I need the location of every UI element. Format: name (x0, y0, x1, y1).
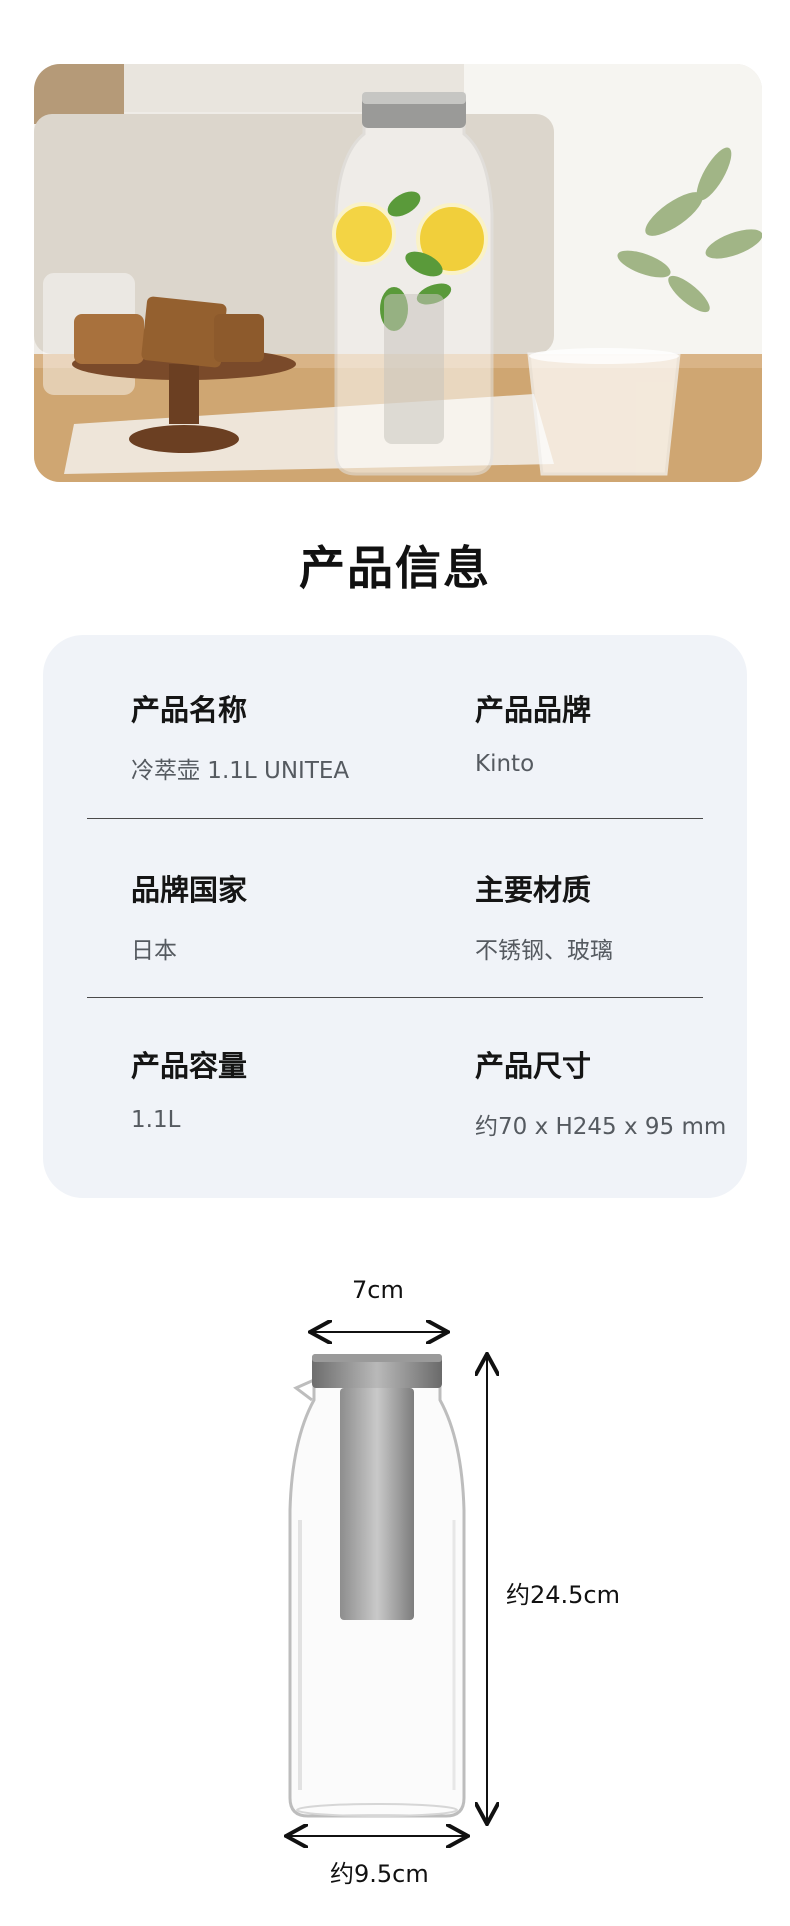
row-divider (87, 818, 703, 819)
info-value: 冷萃壶 1.1L UNITEA (131, 758, 350, 784)
info-cell-product-name: 产品名称 冷萃壶 1.1L UNITEA (131, 687, 349, 785)
pitcher-dimension-drawing (0, 1250, 790, 1910)
section-title: 产品信息 (299, 541, 491, 595)
pitcher-lid (312, 1354, 442, 1388)
pitcher-spout (293, 1378, 315, 1402)
info-cell-brand: 产品品牌 Kinto (475, 687, 591, 777)
info-label: 产品名称 (131, 693, 248, 727)
pitcher-lifestyle-illustration (34, 64, 762, 482)
info-cell-country: 品牌国家 日本 (131, 867, 247, 965)
info-cell-size: 产品尺寸 约70 x H245 x 95 mm (475, 1043, 726, 1141)
info-value: 日本 (131, 938, 177, 964)
info-value: 不锈钢、玻璃 (475, 938, 613, 964)
info-label: 品牌国家 (131, 873, 248, 907)
top-width-label: 7cm (352, 1276, 404, 1304)
info-label: 产品容量 (131, 1049, 248, 1083)
info-value: 1.1L (131, 1107, 181, 1133)
info-label: 产品品牌 (475, 693, 592, 727)
height-label: 约24.5cm (506, 1581, 621, 1609)
info-value: Kinto (475, 751, 535, 777)
row-divider (87, 997, 703, 998)
info-cell-capacity: 产品容量 1.1L (131, 1043, 247, 1133)
dimension-diagram: 7cm 约24.5cm 约9.5cm (0, 1250, 790, 1910)
bottom-width-label: 约9.5cm (330, 1860, 429, 1888)
info-label: 主要材质 (475, 873, 592, 907)
info-value: 约70 x H245 x 95 mm (475, 1114, 727, 1140)
pitcher-strainer (340, 1388, 414, 1620)
info-label: 产品尺寸 (475, 1049, 592, 1083)
info-cell-material: 主要材质 不锈钢、玻璃 (475, 867, 613, 965)
product-info-card: 产品名称 冷萃壶 1.1L UNITEA 产品品牌 Kinto 品牌国家 日本 … (43, 635, 747, 1198)
hero-photo (34, 64, 762, 482)
